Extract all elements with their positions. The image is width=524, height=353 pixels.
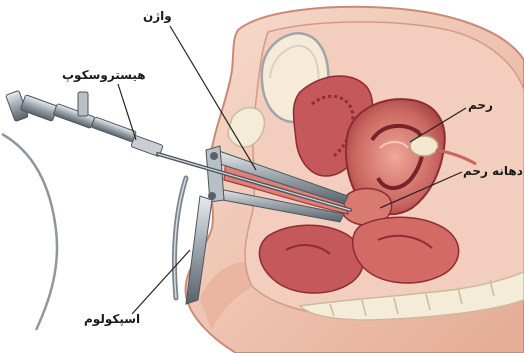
label-cervix: دهانه رحم <box>463 164 523 178</box>
label-speculum: اسپکولوم <box>84 312 140 326</box>
pointer-speculum <box>132 250 190 314</box>
label-vagina: واژن <box>143 9 172 23</box>
label-uterus: رحم <box>468 98 493 112</box>
label-hysteroscope: هیستروسکوپ <box>62 68 146 82</box>
